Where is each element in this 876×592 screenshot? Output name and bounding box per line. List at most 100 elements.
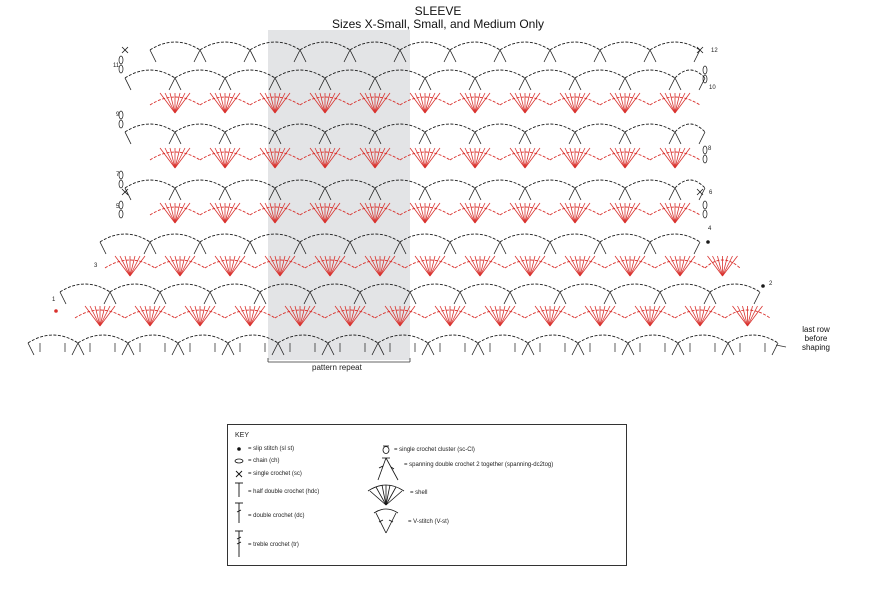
shell-stitch <box>659 92 676 114</box>
shell-stitch <box>549 305 566 327</box>
shell-stitch <box>149 305 161 327</box>
shell-stitch <box>374 92 391 114</box>
dc2tog-leg <box>253 291 261 305</box>
shell-stitch <box>384 305 401 327</box>
shell-stitch <box>717 255 723 277</box>
shell-stitch <box>579 255 586 277</box>
chain-arch <box>274 179 326 189</box>
dc2tog-leg <box>624 131 632 145</box>
shell-stitch <box>524 92 541 114</box>
dc2tog-leg <box>243 49 251 63</box>
shell-stitch <box>699 305 711 327</box>
shell-stitch <box>374 92 381 114</box>
shell-stitch <box>194 305 201 327</box>
dc2tog-leg <box>124 131 132 145</box>
shell-stitch <box>349 305 366 327</box>
shell-stitch <box>359 92 376 114</box>
shell-stitch <box>742 305 748 327</box>
shell-stitch <box>319 255 331 277</box>
row-number-10: 10 <box>709 85 716 91</box>
dc2tog-leg <box>624 77 632 91</box>
shell-stitch <box>209 202 226 224</box>
edge-chain <box>118 64 124 74</box>
shell-stitch <box>164 202 176 224</box>
shell-stitch <box>324 92 341 114</box>
shell-stitch <box>379 255 396 277</box>
shell-stitch <box>624 255 631 277</box>
shell-stitch <box>334 305 351 327</box>
dc2tog-leg <box>321 342 329 356</box>
key-text-hdc: = half double crochet (hdc) <box>248 489 320 495</box>
shell-stitch <box>419 202 426 224</box>
shell-stitch <box>474 202 486 224</box>
dc2tog-leg <box>624 187 632 201</box>
shell-stitch <box>669 147 676 169</box>
dc2tog-leg <box>149 241 157 255</box>
dc2tog-leg <box>318 77 326 91</box>
dc2tog-leg <box>468 131 476 145</box>
chain-arch <box>474 123 526 133</box>
dc2tog-leg <box>524 77 532 91</box>
dc2tog-leg <box>199 49 207 63</box>
shell-stitch <box>414 255 431 277</box>
dc2tog-leg <box>224 77 232 91</box>
shell-stitch <box>529 255 546 277</box>
shell-stitch <box>174 255 181 277</box>
chain-arch <box>524 309 576 319</box>
shell-stitch <box>289 305 301 327</box>
shell-stitch <box>319 147 326 169</box>
shell-stitch <box>374 147 381 169</box>
shell-stitch <box>94 305 101 327</box>
chain-arch <box>124 309 176 319</box>
chain-arch <box>624 69 676 79</box>
chain-arch <box>504 259 556 269</box>
dc2tog-leg <box>709 291 717 305</box>
shell-stitch <box>569 147 576 169</box>
dc2tog-leg <box>609 291 617 305</box>
dc2tog-leg <box>574 187 582 201</box>
chain-arch <box>409 283 461 293</box>
shell-stitch <box>219 147 226 169</box>
shell-stitch <box>324 202 341 224</box>
dc2tog-leg <box>368 77 376 91</box>
shell-stitch <box>299 305 311 327</box>
shell-stitch <box>594 305 601 327</box>
chain-arch <box>424 179 476 189</box>
dc2tog-leg <box>249 49 257 63</box>
shell-stitch <box>674 202 681 224</box>
shell-stitch <box>444 305 451 327</box>
dc2tog-leg <box>549 49 557 63</box>
chain-arch <box>599 206 651 216</box>
dc2tog-leg <box>277 342 285 356</box>
last-row-label: last row before shaping <box>801 325 831 352</box>
shell-stitch <box>364 147 376 169</box>
dc2tog-leg <box>174 187 182 201</box>
chain-arch <box>599 233 651 243</box>
key-text-chain: = chain (ch) <box>248 458 280 464</box>
shell-stitch <box>224 202 231 224</box>
dc2tog-leg <box>124 187 132 201</box>
shell-stitch <box>712 255 723 277</box>
shell-stitch <box>519 202 526 224</box>
dc2tog-leg <box>449 49 457 63</box>
chain-arch <box>574 69 626 79</box>
shell-stitch <box>747 305 758 327</box>
chain-arch <box>474 309 526 319</box>
chain-arch <box>149 151 201 161</box>
chain-arch <box>499 206 551 216</box>
shell-stitch <box>274 202 281 224</box>
edge-chain <box>702 65 708 75</box>
chain-arch <box>27 334 79 344</box>
dc2tog-leg <box>593 49 601 63</box>
dc2tog-leg <box>459 291 467 305</box>
shell-stitch <box>379 255 391 277</box>
shell-stitch <box>424 202 441 224</box>
chain-arch <box>77 334 129 344</box>
chain-arch <box>627 334 679 344</box>
chain-arch <box>204 259 256 269</box>
shell-stitch <box>269 92 276 114</box>
shell-stitch <box>564 202 576 224</box>
chain-arch <box>274 123 326 133</box>
dc2tog-leg <box>553 291 561 305</box>
dc2tog-leg <box>559 291 567 305</box>
